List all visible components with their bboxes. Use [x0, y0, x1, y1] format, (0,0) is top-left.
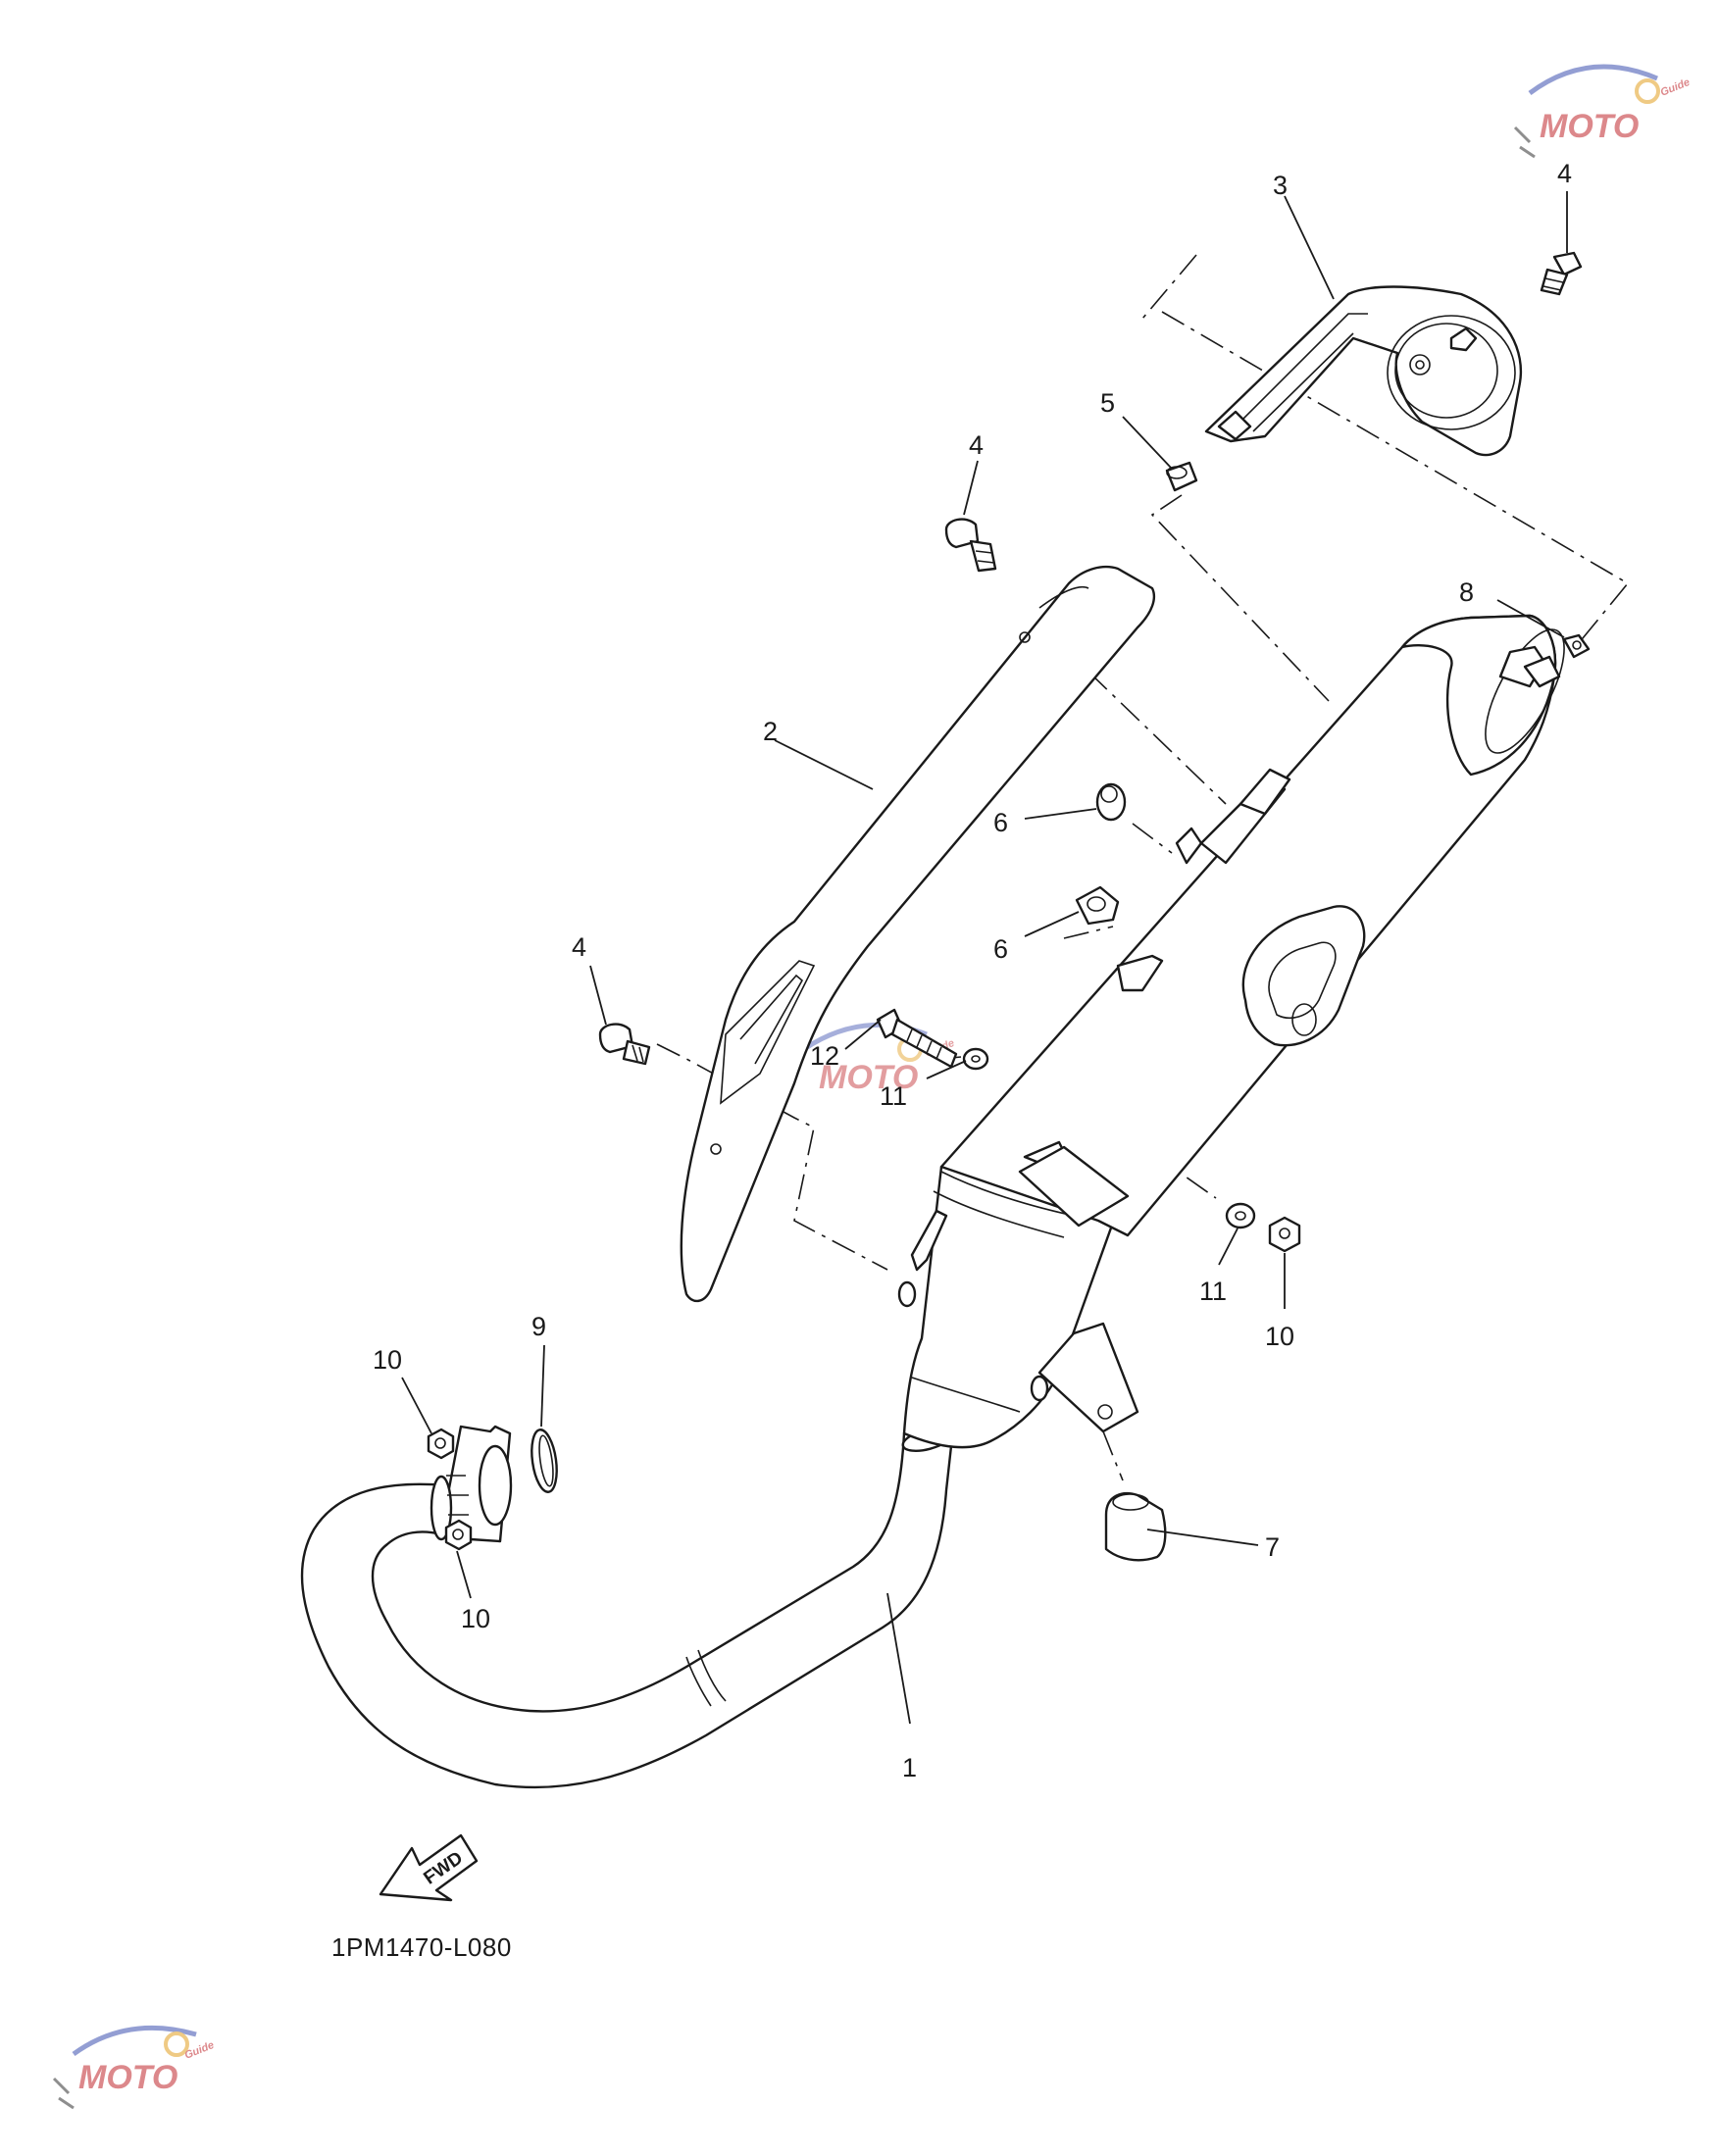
callout-6-lower: 6 [993, 934, 1008, 964]
grommet-upper [1095, 782, 1127, 822]
exhaust-header-pipe [300, 1427, 954, 1789]
grommet-lower [1075, 885, 1120, 926]
svg-text:MOTO: MOTO [819, 1059, 918, 1096]
clamp-8 [1562, 633, 1591, 659]
callout-9: 9 [531, 1312, 546, 1341]
exhaust-flange [430, 1425, 513, 1543]
muffler-body [897, 614, 1565, 1449]
end-cover-protector [1204, 285, 1523, 457]
callout-4-top-right: 4 [1557, 159, 1572, 188]
damper-7 [1104, 1492, 1167, 1562]
flange-nut-lower [444, 1519, 473, 1551]
callout-11-lower: 11 [1199, 1277, 1227, 1306]
leader-lines [401, 191, 1568, 1725]
callout-10-flange-lower: 10 [461, 1604, 490, 1633]
callout-6-upper: 6 [993, 808, 1008, 837]
callout-3: 3 [1273, 171, 1288, 200]
collar-5 [1165, 461, 1198, 492]
diagram-reference-code: 1PM1470-L080 [331, 1932, 512, 1962]
watermark-top-right: MOTO Guide [1513, 64, 1692, 159]
svg-text:MOTO: MOTO [78, 2059, 177, 2096]
callout-10-flange-upper: 10 [373, 1345, 402, 1375]
svg-text:Guide: Guide [1659, 76, 1692, 99]
callout-5: 5 [1100, 388, 1115, 418]
callout-labels: 1 2 3 4 4 4 5 6 6 7 8 9 10 10 10 11 11 1… [373, 159, 1572, 1782]
callout-11-upper: 11 [880, 1081, 907, 1111]
callout-1: 1 [902, 1753, 917, 1782]
bolt-top-right [1540, 251, 1583, 296]
bolt-shield-upper [944, 518, 997, 573]
callout-2: 2 [763, 717, 778, 746]
washer-lower [1225, 1202, 1256, 1229]
washer-upper [962, 1047, 989, 1071]
callout-8: 8 [1459, 577, 1474, 607]
watermark-bottom-left: MOTO Guide [52, 2025, 216, 2110]
heat-shield-front [680, 565, 1156, 1303]
callout-7: 7 [1265, 1532, 1280, 1562]
callout-4-shield-upper: 4 [969, 430, 984, 460]
bolt-shield-lower [598, 1023, 651, 1066]
callout-12: 12 [810, 1041, 839, 1071]
callout-10-body: 10 [1265, 1322, 1294, 1351]
forward-direction-arrow: FWD [379, 1833, 479, 1902]
callout-4-shield-lower: 4 [572, 932, 586, 962]
nut-body [1268, 1216, 1301, 1253]
exhaust-gasket [531, 1429, 558, 1493]
flange-nut-upper [427, 1428, 455, 1460]
svg-text:MOTO: MOTO [1540, 108, 1639, 145]
